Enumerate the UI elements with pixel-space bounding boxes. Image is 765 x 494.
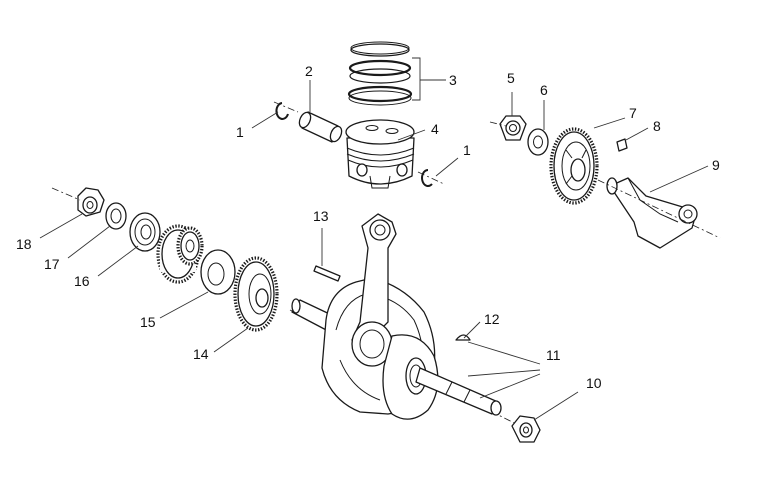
callout-2: 2 bbox=[305, 63, 313, 79]
callout-5: 5 bbox=[507, 70, 515, 86]
circlip-left bbox=[251, 101, 299, 129]
washer-15 bbox=[159, 249, 236, 319]
callout-11: 11 bbox=[546, 347, 561, 363]
circlip-right bbox=[417, 157, 459, 187]
washer-6 bbox=[527, 100, 549, 156]
callout-17: 17 bbox=[44, 256, 60, 272]
callout-15: 15 bbox=[140, 314, 156, 330]
callout-12: 12 bbox=[484, 311, 500, 327]
callout-14: 14 bbox=[193, 346, 209, 362]
crankshaft bbox=[289, 213, 541, 437]
bearing-16 bbox=[97, 212, 161, 277]
washer-17 bbox=[67, 202, 127, 259]
callout-13: 13 bbox=[313, 208, 329, 224]
callout-1-right: 1 bbox=[463, 142, 471, 158]
callout-16: 16 bbox=[74, 273, 90, 289]
callout-6: 6 bbox=[540, 82, 548, 98]
key-8 bbox=[616, 127, 649, 152]
leader-11 bbox=[467, 341, 541, 399]
balancer-gear-7 bbox=[549, 117, 626, 205]
balancer-shaft-9 bbox=[597, 165, 721, 249]
piston-rings bbox=[347, 41, 446, 106]
callout-7: 7 bbox=[629, 105, 637, 121]
piston-pin bbox=[298, 80, 343, 143]
callout-8: 8 bbox=[653, 118, 661, 134]
callout-4: 4 bbox=[431, 121, 439, 137]
callout-10: 10 bbox=[586, 375, 602, 391]
callout-1-left: 1 bbox=[236, 124, 244, 140]
nut-10 bbox=[511, 391, 579, 443]
woodruff-key-12 bbox=[455, 321, 481, 341]
callout-3: 3 bbox=[449, 72, 457, 88]
pinion-gear bbox=[156, 224, 204, 284]
callout-18: 18 bbox=[16, 236, 32, 252]
nut-5 bbox=[489, 92, 527, 141]
callout-9: 9 bbox=[712, 157, 720, 173]
callout-labels: 1 1 2 3 4 5 6 7 8 9 10 11 12 13 14 15 16… bbox=[16, 63, 720, 391]
nut-18 bbox=[39, 187, 105, 239]
primary-gear-14 bbox=[213, 256, 279, 353]
crank-key-13 bbox=[313, 228, 341, 282]
piston bbox=[345, 119, 426, 189]
